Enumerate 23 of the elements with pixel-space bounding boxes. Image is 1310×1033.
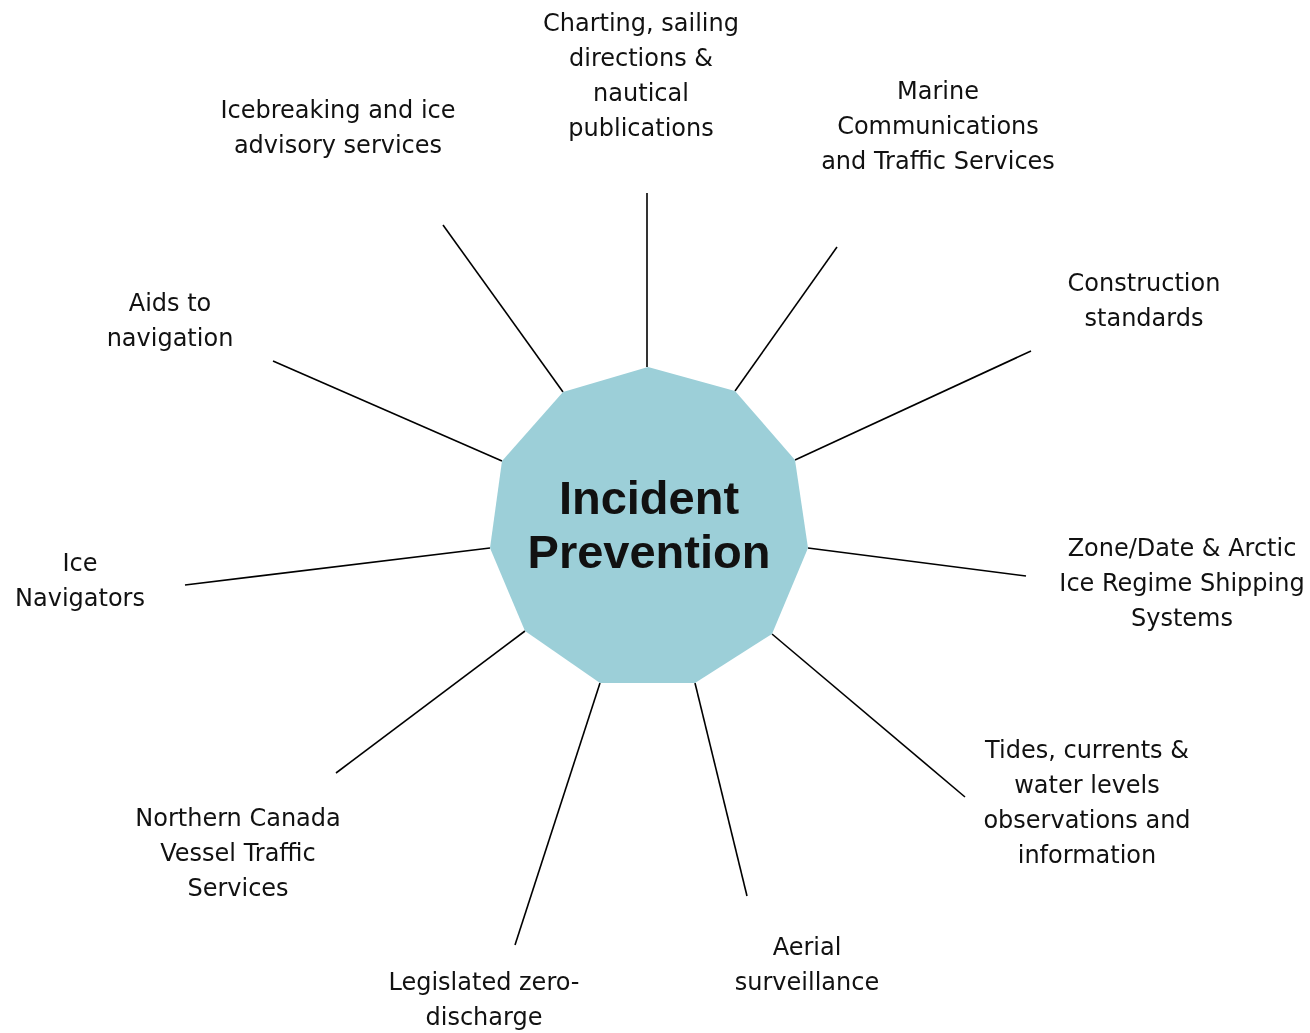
topic-label: Zone/Date & Arctic Ice Regime Shipping Systems — [1058, 533, 1306, 634]
topic-label: Ice Navigators — [14, 548, 146, 614]
topic-label: Icebreaking and ice advisory services — [219, 95, 457, 161]
topic-label: Construction standards — [1066, 268, 1222, 334]
topic-label: Legislated zero-discharge — [387, 967, 581, 1033]
connector-line — [184, 547, 491, 586]
connector-line — [734, 246, 838, 392]
topic-label: Tides, currents & water levels observations and information — [982, 735, 1192, 871]
topic-label: Northern Canada Vessel Traffic Services — [134, 803, 342, 904]
topic-label: Marine Communications and Traffic Services — [820, 76, 1056, 177]
connector-line — [272, 360, 503, 462]
connector-line — [442, 224, 564, 393]
connector-line — [771, 633, 966, 798]
connector-line — [794, 350, 1032, 461]
topic-label: Aids to navigation — [105, 288, 235, 354]
connector-line — [694, 682, 748, 897]
connector-line — [807, 547, 1027, 577]
topic-label: Charting, sailing directions & nautical publications — [542, 8, 740, 144]
topic-label: Aerial surveillance — [733, 932, 881, 998]
connector-line — [335, 630, 526, 774]
connector-line — [646, 192, 648, 368]
connector-line — [514, 682, 601, 946]
center-title: Incident Prevention — [526, 471, 772, 579]
